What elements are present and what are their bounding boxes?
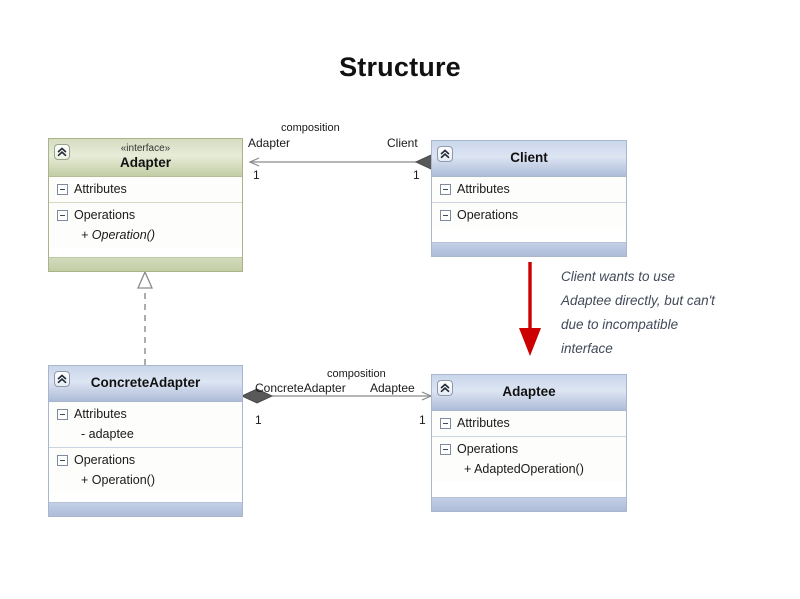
- operations-section-row-adaptee[interactable]: Operations: [440, 440, 620, 459]
- class-stereotype-adapter: «interface»: [120, 143, 171, 154]
- annotation-line: interface: [561, 341, 613, 356]
- multiplicity-adapter-end: 1: [253, 168, 260, 182]
- operation-item: + Operation(): [81, 228, 155, 242]
- operations-label-adapter: Operations: [74, 208, 136, 222]
- attributes-compartment-adapter[interactable]: Attributes: [49, 177, 242, 202]
- class-box-client[interactable]: Client Attributes Operations: [431, 140, 627, 257]
- role-label-concreteadapter-end: ConcreteAdapter: [255, 381, 346, 395]
- attributes-label-client: Attributes: [457, 182, 510, 196]
- chevron-double-up-icon[interactable]: [54, 371, 70, 387]
- collapse-minus-icon[interactable]: [57, 210, 68, 221]
- class-name-adapter: Adapter: [119, 155, 171, 170]
- operations-compartment-adapter[interactable]: Operations + Operation(): [49, 202, 242, 248]
- class-box-adaptee[interactable]: Adaptee Attributes Operations + AdaptedO…: [431, 374, 627, 512]
- attributes-label-adaptee: Attributes: [457, 416, 510, 430]
- operations-label-client: Operations: [457, 208, 519, 222]
- annotation-line: Client wants to use: [561, 269, 676, 284]
- multiplicity-adaptee-end: 1: [419, 413, 426, 427]
- attributes-section-row-adaptee[interactable]: Attributes: [440, 414, 620, 433]
- class-name-adaptee: Adaptee: [502, 384, 556, 399]
- role-label-client-end: Client: [387, 136, 418, 150]
- attributes-section-row-client[interactable]: Attributes: [440, 180, 620, 199]
- class-box-concreteadapter[interactable]: ConcreteAdapter Attributes - adaptee Ope…: [48, 365, 243, 517]
- class-name-concreteadapter: ConcreteAdapter: [90, 375, 201, 390]
- attributes-compartment-concreteadapter[interactable]: Attributes - adaptee: [49, 402, 242, 447]
- hollow-triangle-arrowhead: [137, 270, 153, 289]
- class-header-adapter: «interface» Adapter: [49, 139, 242, 177]
- operations-section-row-client[interactable]: Operations: [440, 206, 620, 225]
- operation-item: + AdaptedOperation(): [464, 462, 584, 476]
- chevron-double-up-icon[interactable]: [54, 144, 70, 160]
- collapse-minus-icon[interactable]: [57, 455, 68, 466]
- multiplicity-client-end: 1: [413, 168, 420, 182]
- class-footer-adaptee: [432, 497, 626, 511]
- class-name-client: Client: [510, 150, 548, 165]
- attributes-section-row-concreteadapter[interactable]: Attributes: [57, 405, 236, 424]
- chevron-double-up-icon[interactable]: [437, 146, 453, 162]
- annotation-line: due to incompatible: [561, 317, 679, 332]
- operations-compartment-concreteadapter[interactable]: Operations + Operation(): [49, 447, 242, 493]
- attributes-compartment-adaptee[interactable]: Attributes: [432, 411, 626, 436]
- class-header-concreteadapter: ConcreteAdapter: [49, 366, 242, 402]
- composition-diamond-concreteadapter: [240, 388, 274, 404]
- operations-label-concreteadapter: Operations: [74, 453, 136, 467]
- class-header-adaptee: Adaptee: [432, 375, 626, 411]
- operations-section-row-concreteadapter[interactable]: Operations: [57, 451, 236, 470]
- collapse-minus-icon[interactable]: [440, 210, 451, 221]
- attributes-section-row-adapter[interactable]: Attributes: [57, 180, 236, 199]
- relationship-label-client-adapter: composition: [281, 122, 340, 134]
- operations-compartment-adaptee[interactable]: Operations + AdaptedOperation(): [432, 436, 626, 482]
- page-title: Structure: [339, 52, 461, 82]
- role-label-adaptee-end: Adaptee: [370, 381, 415, 395]
- operations-section-row-adapter[interactable]: Operations: [57, 206, 236, 225]
- attributes-compartment-client[interactable]: Attributes: [432, 177, 626, 202]
- connector-client-to-adapter: [248, 154, 448, 170]
- multiplicity-concreteadapter-end: 1: [255, 413, 262, 427]
- attributes-label-concreteadapter: Attributes: [74, 407, 127, 421]
- collapse-minus-icon[interactable]: [440, 418, 451, 429]
- operations-compartment-client[interactable]: Operations: [432, 202, 626, 228]
- class-footer-concreteadapter: [49, 502, 242, 516]
- annotation-line: Adaptee directly, but can't: [561, 293, 715, 308]
- collapse-minus-icon[interactable]: [57, 409, 68, 420]
- attribute-item: - adaptee: [81, 427, 134, 441]
- operation-item: + Operation(): [81, 473, 155, 487]
- class-footer-adapter: [49, 257, 242, 271]
- attributes-label-adapter: Attributes: [74, 182, 127, 196]
- connector-realization-concreteadapter-adapter: [137, 270, 153, 365]
- annotation-note: Client wants to use Adaptee directly, bu…: [561, 265, 793, 361]
- red-down-arrow: [519, 262, 541, 356]
- connector-concreteadapter-to-adaptee: [240, 388, 433, 404]
- class-box-adapter[interactable]: «interface» Adapter Attributes Operation…: [48, 138, 243, 272]
- role-label-adapter-end: Adapter: [248, 136, 291, 150]
- collapse-minus-icon[interactable]: [440, 444, 451, 455]
- class-header-client: Client: [432, 141, 626, 177]
- class-footer-client: [432, 242, 626, 256]
- chevron-double-up-icon[interactable]: [437, 380, 453, 396]
- collapse-minus-icon[interactable]: [57, 184, 68, 195]
- collapse-minus-icon[interactable]: [440, 184, 451, 195]
- relationship-label-concreteadapter-adaptee: composition: [327, 368, 386, 380]
- operations-label-adaptee: Operations: [457, 442, 519, 456]
